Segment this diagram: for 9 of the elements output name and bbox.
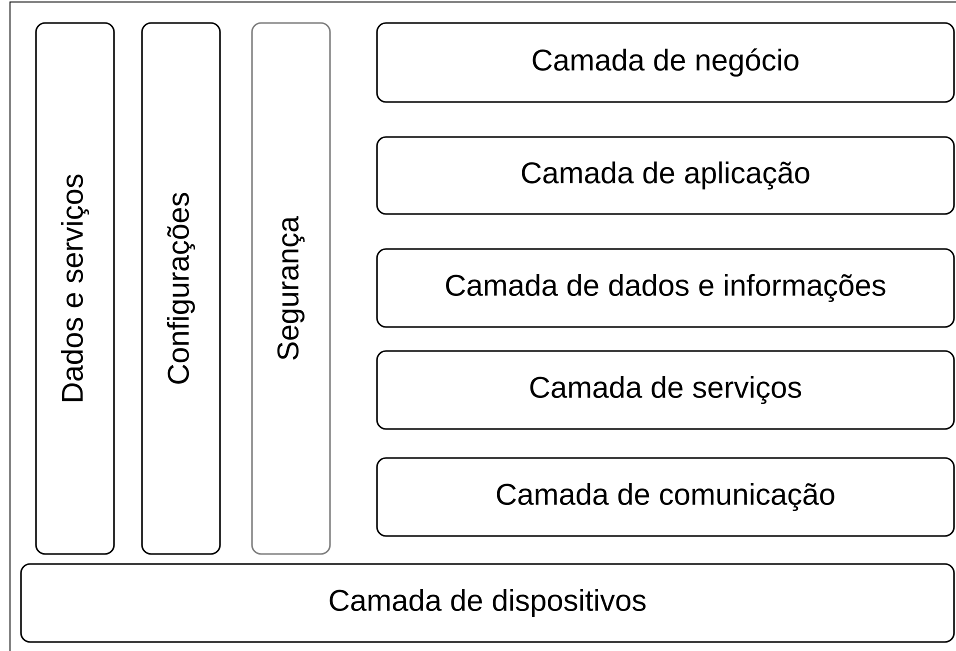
layer-box: Camada de dispositivos <box>20 563 955 643</box>
layer-box: Camada de serviços <box>376 350 955 430</box>
pillar-box: Segurança <box>251 22 331 555</box>
pillar-box: Configurações <box>141 22 221 555</box>
layer-box: Camada de negócio <box>376 22 955 103</box>
layer-box: Camada de comunicação <box>376 457 955 537</box>
pillar-box: Dados e serviços <box>35 22 115 555</box>
layer-box: Camada de aplicação <box>376 136 955 215</box>
layer-box: Camada de dados e informações <box>376 248 955 328</box>
